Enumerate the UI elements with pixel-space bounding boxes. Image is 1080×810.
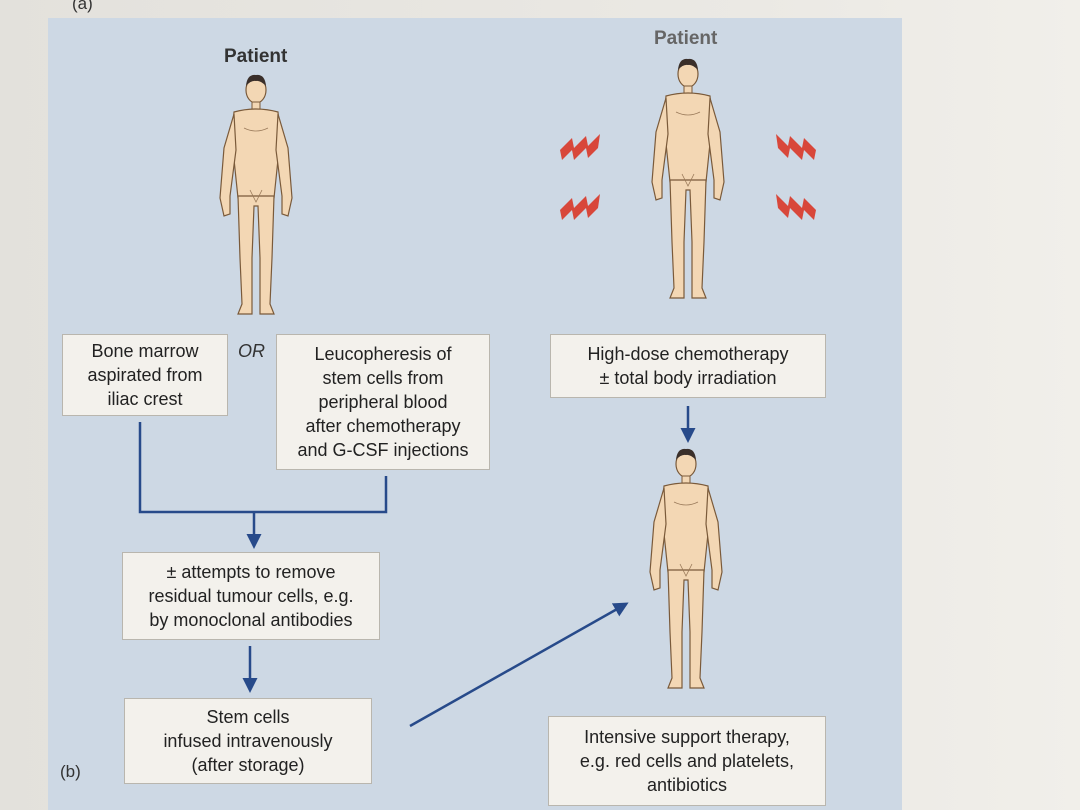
bone-marrow-box: Bone marrow aspirated from iliac crest — [62, 334, 228, 416]
or-label: OR — [238, 341, 265, 361]
stem-cells-box: Stem cells infused intravenously (after … — [124, 698, 372, 784]
lightning-bolt-icon — [560, 194, 600, 220]
arrow-to-lower-patient — [409, 602, 629, 728]
right-patient-figure — [651, 58, 725, 299]
leucopheresis-box: Leucopheresis of stem cells from periphe… — [276, 334, 490, 470]
panel-label-b: (b) — [60, 762, 81, 781]
panel-label-a: (a) — [72, 0, 93, 13]
right-patient-title: Patient — [654, 28, 718, 49]
left-patient-title: Patient — [224, 46, 288, 67]
lightning-bolt-icon — [560, 134, 600, 160]
chemotherapy-box: High-dose chemotherapy ± total body irra… — [550, 334, 826, 398]
lower-patient-figure — [649, 448, 723, 689]
lightning-bolt-icon — [776, 134, 816, 160]
support-therapy-box: Intensive support therapy, e.g. red cell… — [548, 716, 826, 806]
lightning-bolt-icon — [776, 194, 816, 220]
remove-tumour-box: ± attempts to remove residual tumour cel… — [122, 552, 380, 640]
left-patient-figure — [219, 74, 293, 315]
merge-connector — [138, 422, 388, 514]
